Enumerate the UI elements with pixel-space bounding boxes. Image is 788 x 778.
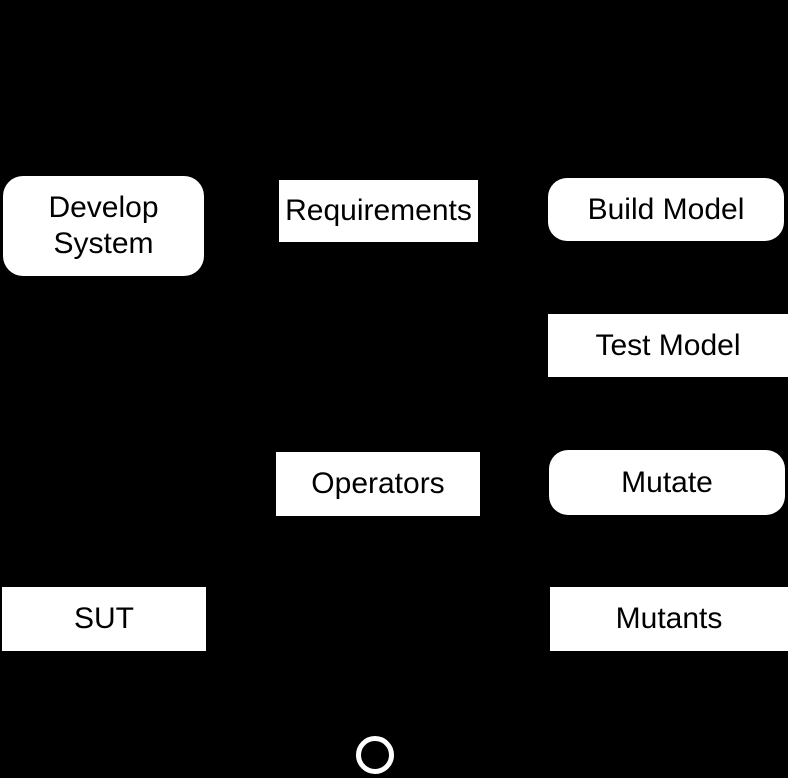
node-label: Requirements [285,194,472,227]
node-label: Build Model [587,192,745,226]
node-label: Mutants [615,602,723,635]
node-label: SUT [74,602,134,635]
node-label: Operators [311,467,445,500]
node-mutate: Mutate [549,450,785,515]
node-sut: SUT [2,587,206,651]
node-develop-system: Develop System [3,176,204,276]
node-label: Develop System [48,190,158,262]
node-label: Mutate [621,465,713,499]
node-build-model: Build Model [548,178,784,241]
node-label-line2: System [53,227,154,260]
start-state-circle-icon [356,736,394,774]
node-mutants: Mutants [550,587,788,651]
node-label-line1: Develop [48,191,159,224]
node-operators: Operators [276,452,480,516]
node-requirements: Requirements [279,180,478,242]
node-label: Test Model [595,328,741,362]
node-test-model: Test Model [548,314,788,377]
